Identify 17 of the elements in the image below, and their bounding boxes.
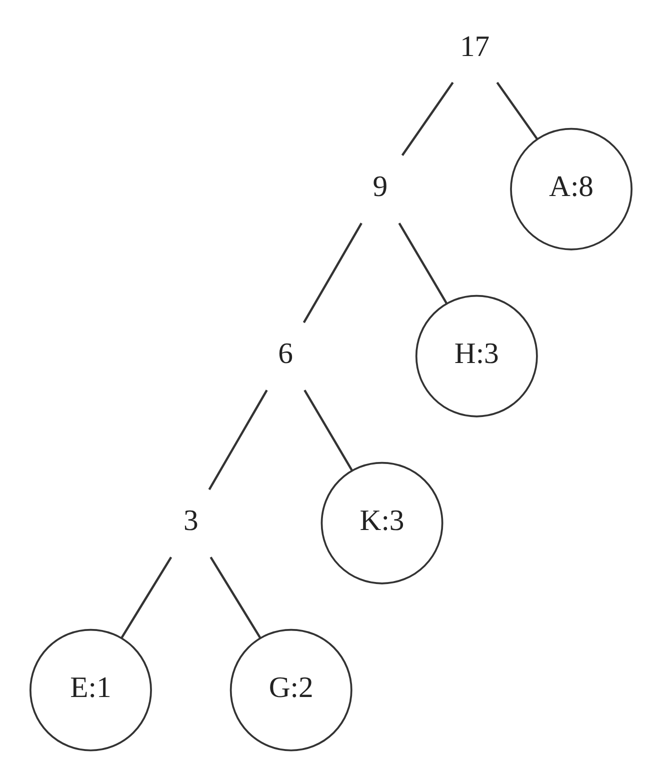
node-circle: G:2	[229, 628, 352, 752]
node-circle: K:3	[320, 462, 443, 584]
connector	[208, 390, 268, 490]
connector	[496, 82, 538, 140]
node-circle: A:8	[510, 128, 632, 250]
connector	[120, 556, 172, 639]
node-circle: H:3	[414, 294, 538, 418]
connector	[398, 222, 448, 304]
connector	[303, 390, 352, 471]
node-text: 6	[278, 338, 292, 370]
node-text: 3	[182, 505, 198, 538]
node-text: 9	[372, 171, 388, 204]
connector	[302, 222, 362, 324]
connector	[209, 556, 261, 639]
connector	[400, 82, 454, 156]
node-text: 17	[459, 31, 490, 64]
node-circle: E:1	[29, 628, 152, 752]
